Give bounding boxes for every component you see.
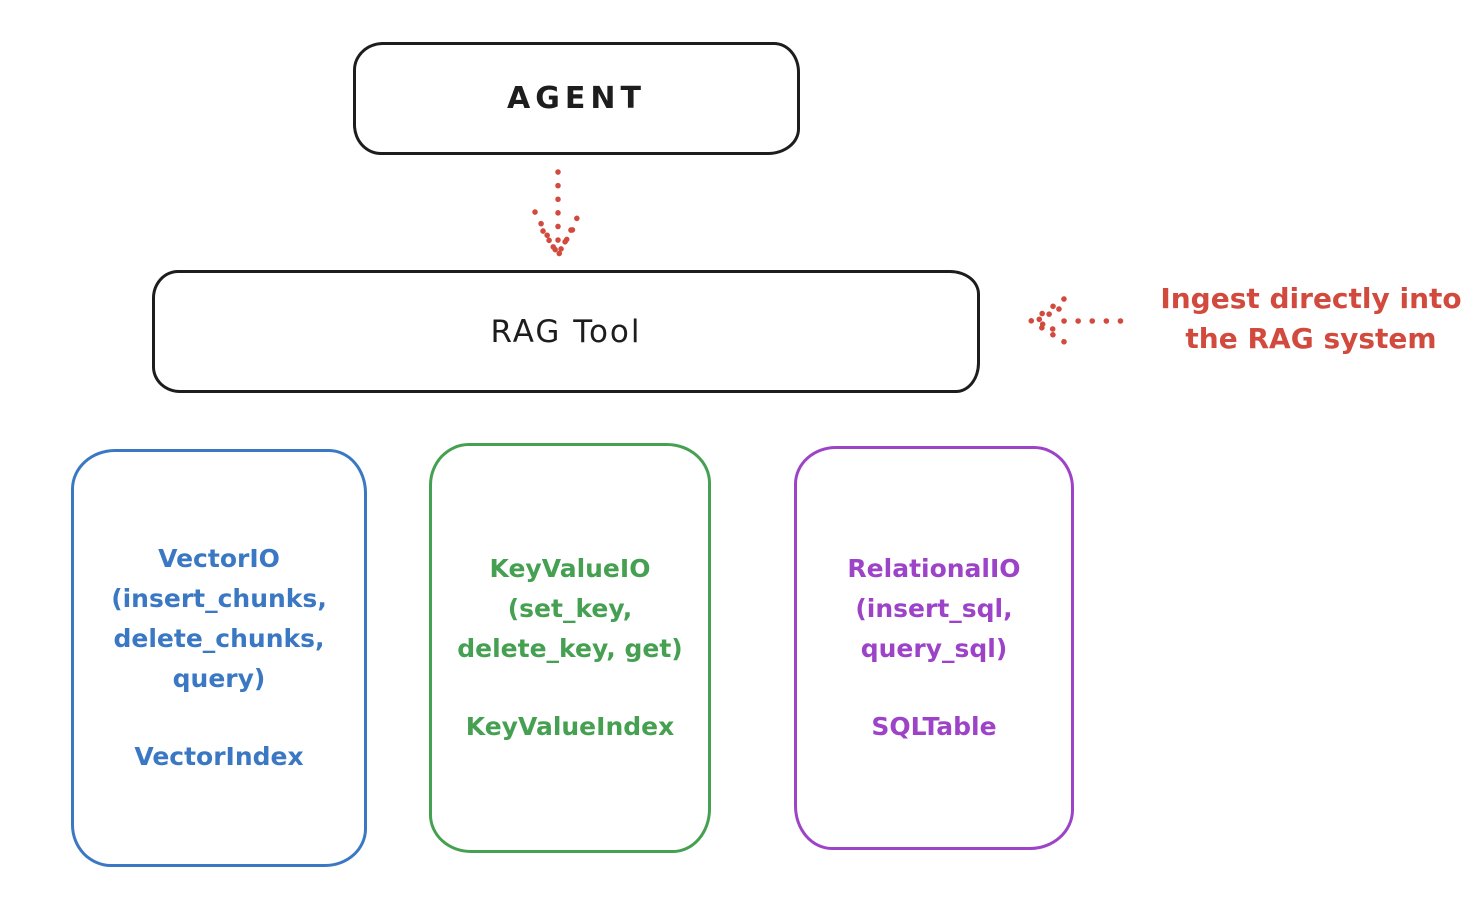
agent-node: AGENT [353, 42, 800, 155]
key-value-io-methods-line-1: (set_key, [507, 594, 633, 623]
relational-io-methods-line-1: (insert_sql, [855, 594, 1013, 623]
vector-io-methods-line-1: (insert_chunks, [111, 584, 327, 613]
rag-tool-node: RAG Tool [152, 270, 980, 393]
vector-io-index-label: VectorIndex [134, 742, 304, 771]
ingest-annotation-line-1: Ingest directly into [1160, 282, 1462, 315]
relational-io-title: RelationalIO [847, 554, 1021, 583]
agent-to-rag-arrowhead-outer [532, 207, 584, 263]
relational-io-index-label: SQLTable [871, 712, 997, 741]
key-value-io-title: KeyValueIO [489, 554, 651, 583]
rag-tool-node-label: RAG Tool [490, 313, 642, 350]
agent-to-rag-arrow [532, 169, 584, 263]
ingest-annotation: Ingest directly into the RAG system [1138, 279, 1484, 359]
key-value-io-box: KeyValueIO (set_key, delete_key, get) Ke… [429, 443, 711, 853]
vector-io-methods-line-3: query) [172, 664, 266, 693]
ingest-arrow [1025, 296, 1136, 346]
ingest-arrowhead-outer [1025, 296, 1069, 346]
ingest-annotation-line-2: the RAG system [1185, 322, 1437, 355]
vector-io-methods-line-2: delete_chunks, [113, 624, 325, 653]
agent-to-rag-arrowhead-inner [540, 226, 576, 260]
key-value-io-index-label: KeyValueIndex [465, 712, 675, 741]
relational-io-methods-line-2: query_sql) [860, 634, 1008, 663]
ingest-arrowhead-inner [1029, 306, 1064, 336]
vector-io-title: VectorIO [158, 544, 280, 573]
agent-node-label: AGENT [507, 81, 646, 116]
vector-io-box: VectorIO (insert_chunks, delete_chunks, … [71, 449, 367, 867]
relational-io-box: RelationalIO (insert_sql, query_sql) SQL… [794, 446, 1074, 850]
key-value-io-methods-line-2: delete_key, get) [457, 634, 683, 663]
